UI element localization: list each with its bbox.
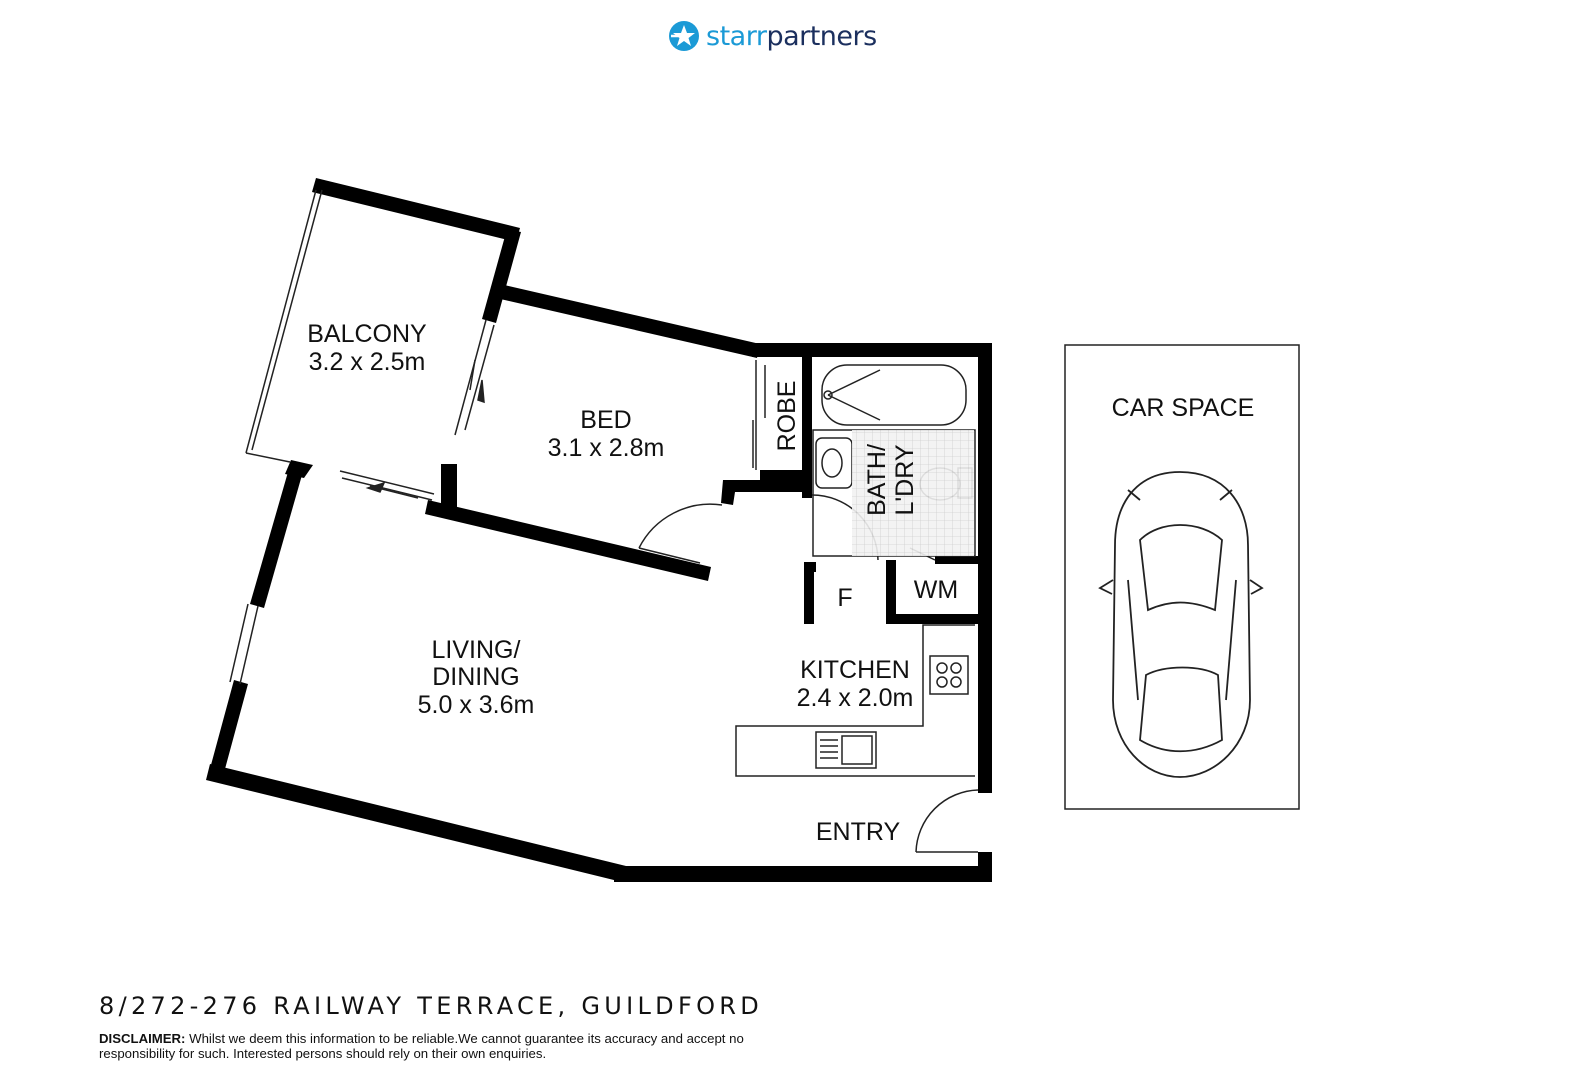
wall-robe-bath: [802, 343, 812, 498]
wall-bed-bottom: [425, 500, 711, 581]
wall-wm-left: [886, 560, 896, 624]
wall-fridge-left: [804, 562, 814, 624]
balcony-size: 3.2 x 2.5m: [309, 348, 426, 376]
brand-name-part1: starr: [706, 20, 767, 52]
car-space-label: CAR SPACE: [1112, 394, 1255, 422]
robe-label: ROBE: [773, 381, 801, 452]
wall-living-west-lower: [208, 680, 248, 780]
disclaimer: DISCLAIMER: Whilst we deem this informat…: [99, 1031, 799, 1061]
wall-balcony-top: [312, 178, 520, 242]
disclaimer-text: Whilst we deem this information to be re…: [99, 1031, 744, 1061]
wall-wm-bottom: [886, 614, 992, 624]
bath-label-line1: BATH/: [863, 444, 891, 516]
wall-balcony-divider: [441, 464, 457, 510]
wall-bed-top: [496, 284, 760, 358]
brand-logo: starrpartners: [668, 16, 877, 56]
brand-wordmark: starrpartners: [706, 21, 877, 52]
property-address: 8/272-276 RAILWAY TERRACE, GUILDFORD: [99, 992, 764, 1020]
wall-east-upper: [978, 343, 992, 793]
brand-name-part2: partners: [766, 20, 877, 52]
bed-size: 3.1 x 2.8m: [548, 434, 665, 462]
wall-balcony-right: [482, 229, 521, 323]
living-size: 5.0 x 3.6m: [418, 691, 535, 719]
wall-top-bath: [752, 343, 992, 357]
kitchen-size: 2.4 x 2.0m: [797, 684, 914, 712]
living-label-line1: LIVING/: [432, 636, 521, 664]
entry-label: ENTRY: [816, 818, 901, 846]
bath-label-line2: L'DRY: [891, 444, 919, 515]
car-icon: [1098, 471, 1264, 778]
wall-wm-top: [935, 556, 992, 564]
wall-living-west-upper: [250, 465, 304, 608]
wall-robe-bottom: [760, 470, 810, 480]
wall-fridge-top: [804, 562, 816, 572]
disclaimer-label: DISCLAIMER:: [99, 1031, 186, 1046]
fridge-label: F: [837, 584, 852, 612]
star-partners-logo-icon: [669, 21, 699, 51]
walls: [206, 178, 992, 882]
wall-south: [614, 866, 992, 882]
wm-label: WM: [914, 576, 958, 604]
bed-label: BED: [580, 406, 631, 434]
living-label-line2: DINING: [432, 663, 520, 691]
balcony-label: BALCONY: [307, 320, 427, 348]
thin-lines: [229, 189, 1300, 853]
wall-bed-door-jamb: [721, 480, 810, 505]
bath-tile-floor: [852, 430, 974, 556]
wall-living-south: [206, 764, 626, 882]
kitchen-label: KITCHEN: [800, 656, 910, 684]
